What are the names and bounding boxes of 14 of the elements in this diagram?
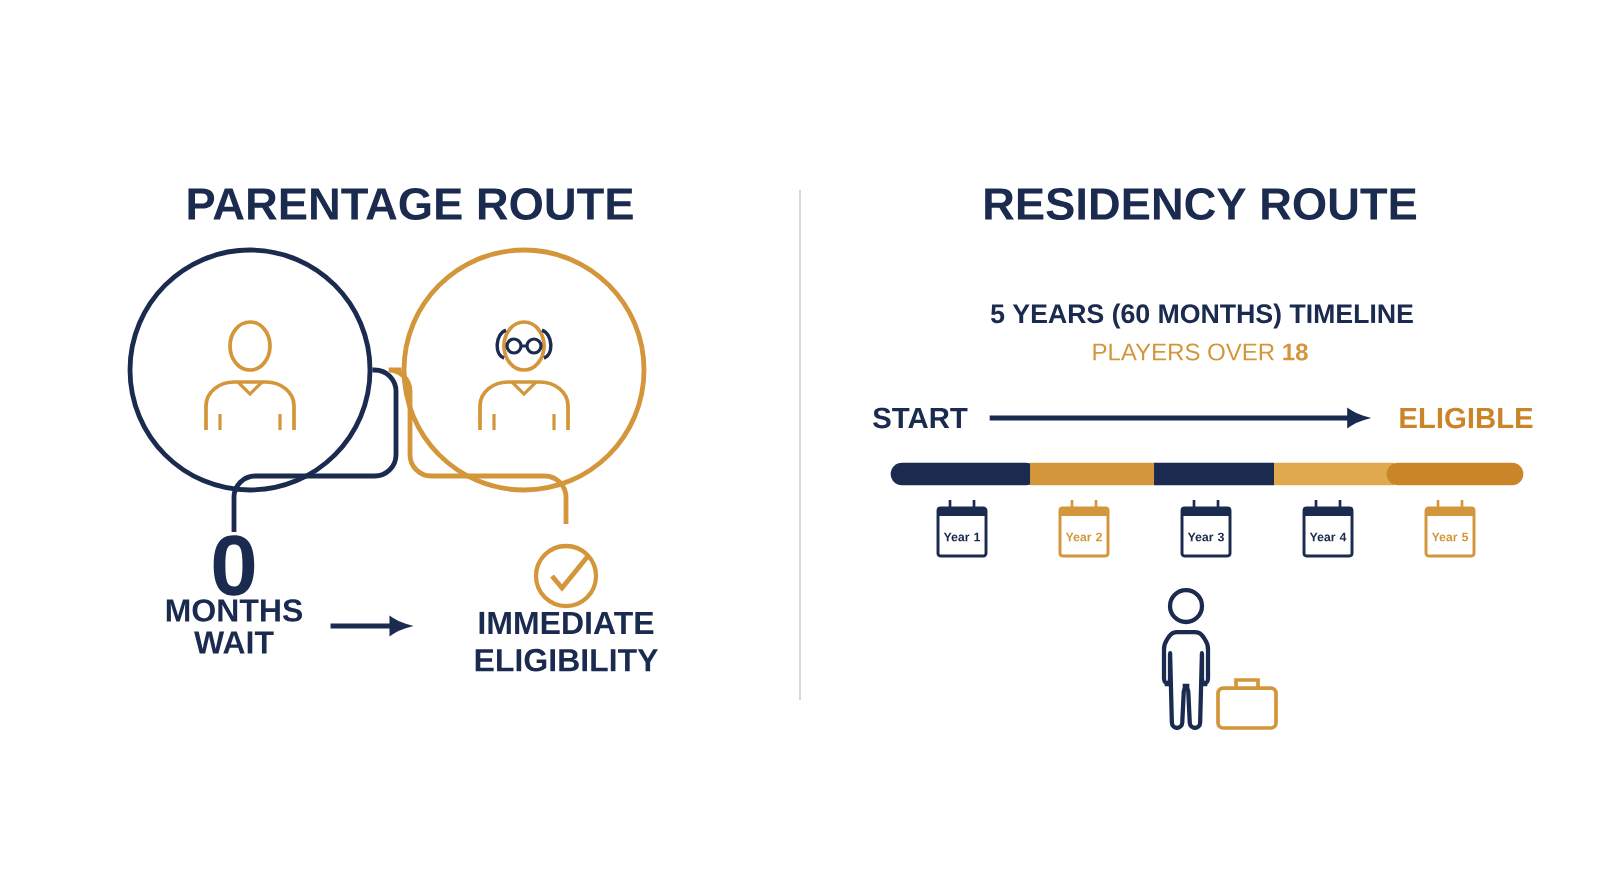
start-text: START — [873, 407, 968, 429]
title-text: RESIDENCY ROUTE — [985, 187, 1417, 221]
wait-text: 0 MONTHS WAIT — [166, 535, 303, 654]
subtitle-text: PLAYERS OVER 18 — [1093, 343, 1308, 361]
portrait-circle — [127, 247, 373, 493]
arrow — [989, 409, 1366, 427]
connector-line — [231, 367, 399, 532]
eligibility-text: IMMEDIATE ELIGIBILITY — [475, 611, 658, 672]
eligible-text: ELIGIBLE — [1400, 407, 1533, 429]
arrow — [330, 617, 408, 635]
portrait-circle — [401, 247, 647, 493]
connector-line — [386, 367, 569, 524]
title-text: PARENTAGE ROUTE — [188, 187, 633, 221]
subtitle-text: 5 YEARS (60 MONTHS) TIMELINE — [990, 303, 1413, 329]
